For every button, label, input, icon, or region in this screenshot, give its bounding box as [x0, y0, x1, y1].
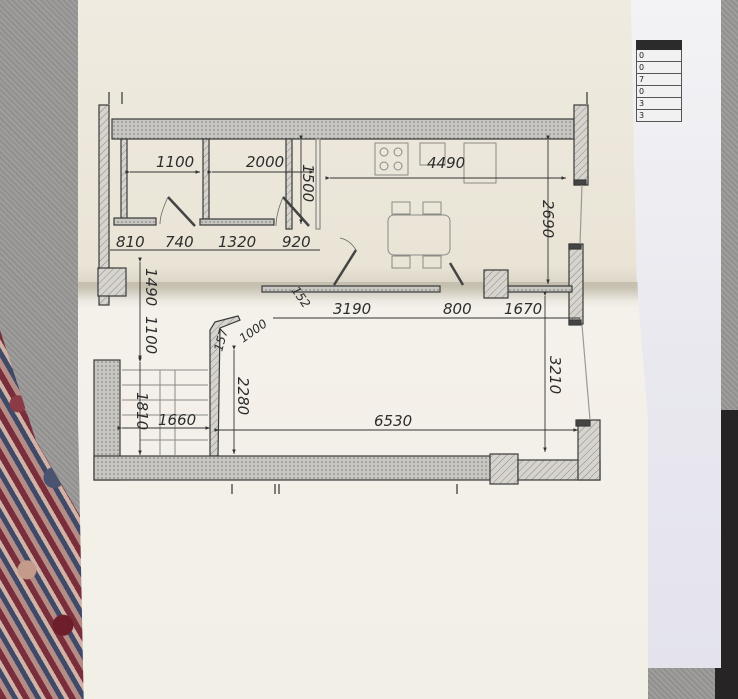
dim-1670: 1670	[504, 300, 542, 318]
legend-row: 0	[636, 86, 682, 98]
dim-3210: 3210	[546, 356, 564, 394]
dim-2690: 2690	[539, 200, 557, 238]
wall-bottom	[93, 455, 495, 481]
dim-920: 920	[282, 233, 311, 251]
legend-row: 0	[636, 62, 682, 74]
dim-1490: 1490	[142, 268, 160, 306]
wall-top	[111, 118, 575, 140]
dim-1100-vertical: 1100	[142, 316, 160, 354]
dim-157: 157	[211, 327, 231, 353]
legend-table: 0 0 7 0 3 3	[636, 40, 682, 122]
dim-1320: 1320	[218, 233, 256, 251]
legend-row: 3	[636, 98, 682, 110]
dim-810: 810	[116, 233, 145, 251]
legend-row: 3	[636, 110, 682, 122]
wall-left-upper	[98, 104, 110, 306]
dim-2280: 2280	[234, 377, 252, 415]
dim-3190: 3190	[333, 300, 371, 318]
dim-6530: 6530	[374, 412, 412, 430]
floor-plan-sheet	[78, 0, 648, 699]
dim-800: 800	[443, 300, 472, 318]
dim-1100: 1100	[156, 153, 194, 171]
dim-1000-angled: 1000	[237, 316, 270, 345]
legend-row: 7	[636, 74, 682, 86]
legend-table-header	[636, 40, 682, 50]
dim-1810: 1810	[133, 392, 151, 430]
dim-740: 740	[165, 233, 194, 251]
dim-2000: 2000	[246, 153, 284, 171]
dim-1500: 1500	[299, 164, 317, 202]
dim-4490: 4490	[427, 154, 465, 172]
legend-row: 0	[636, 50, 682, 62]
dim-1660: 1660	[158, 411, 196, 429]
